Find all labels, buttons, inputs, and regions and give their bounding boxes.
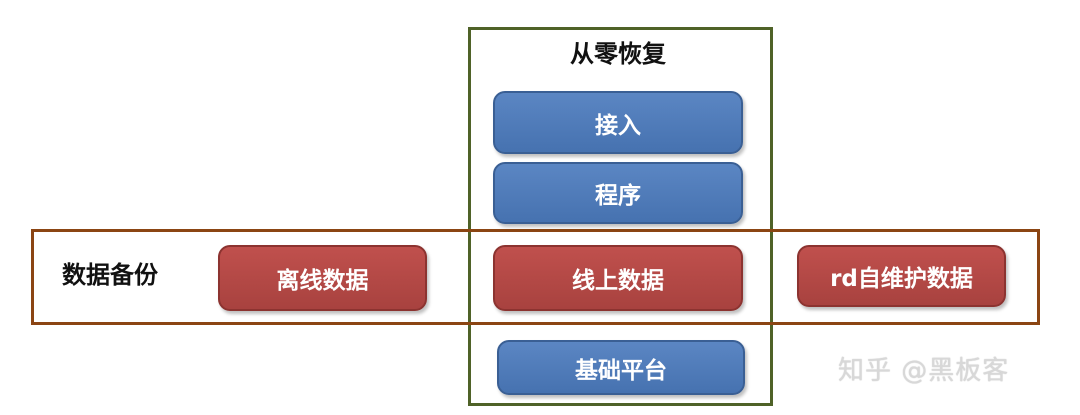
backup-frame — [31, 229, 1040, 325]
access-box: 接入 — [493, 91, 743, 154]
watermark: 知乎 @黑板客 — [838, 356, 1010, 386]
offline-data-box: 离线数据 — [218, 245, 427, 311]
rd-data-box: rd自维护数据 — [797, 245, 1006, 307]
online-data-box: 线上数据 — [493, 245, 743, 311]
recovery-title: 从零恢复 — [570, 40, 666, 68]
backup-title: 数据备份 — [62, 261, 158, 289]
base-platform-box: 基础平台 — [497, 340, 745, 395]
recovery-frame — [468, 27, 773, 406]
program-box: 程序 — [493, 162, 743, 224]
